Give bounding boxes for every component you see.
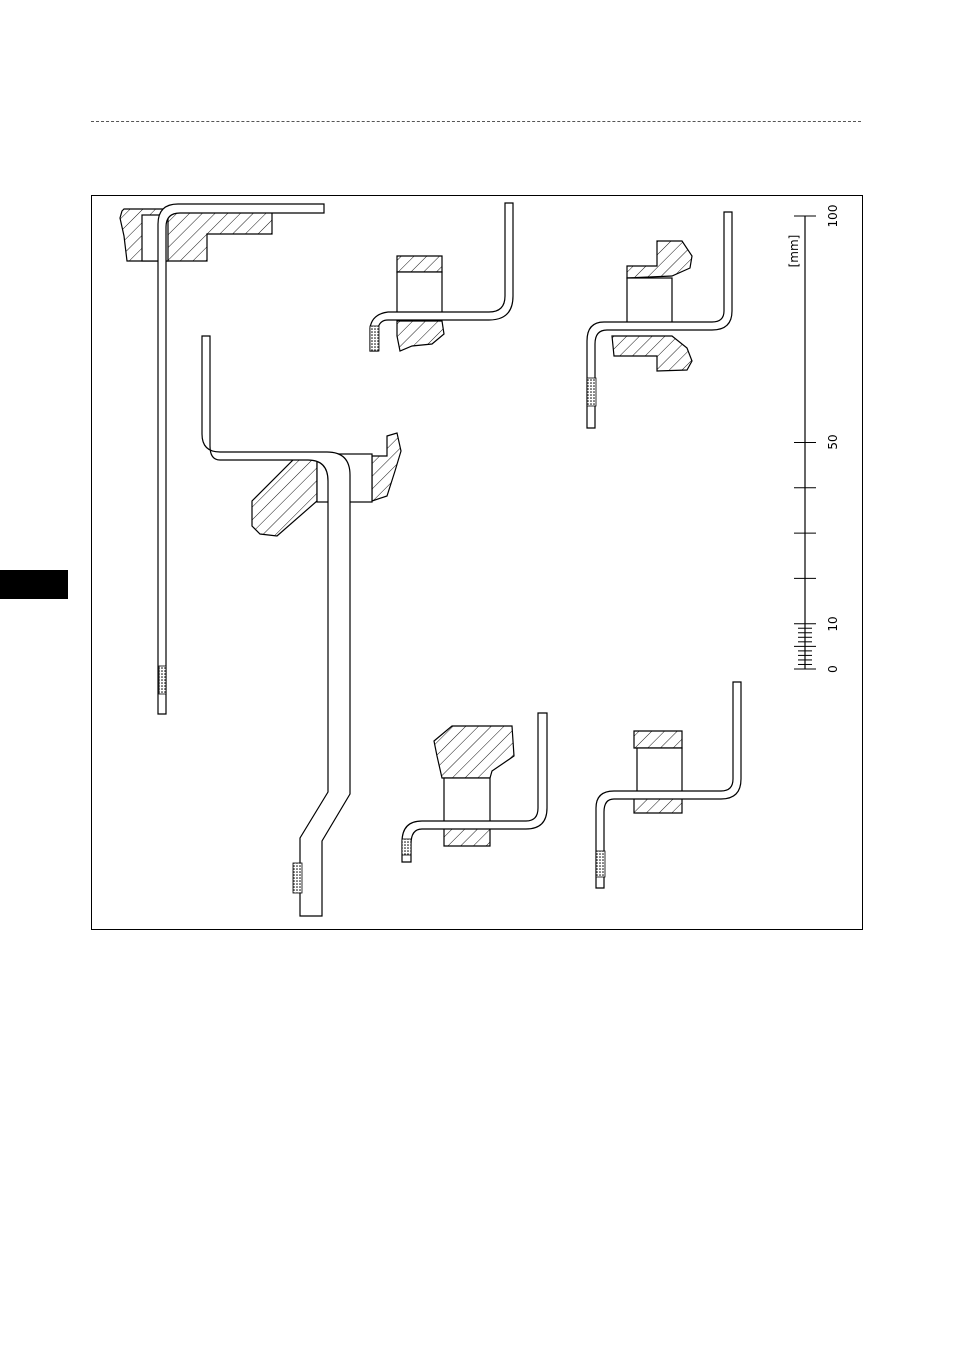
clip-diagram-canvas: [mm] 0 10 50 100 <box>92 196 864 931</box>
clip-5 <box>402 713 547 862</box>
clip-4 <box>587 212 732 428</box>
clip-2-weight-marker <box>293 863 302 893</box>
clip-3-rim-upper <box>397 256 442 272</box>
clip-5-rim-lower <box>444 828 490 846</box>
clip-2-rim-flange <box>372 433 401 501</box>
clip-2-clip <box>202 336 350 916</box>
section-thumb-tab <box>0 570 68 599</box>
clip-5-rim-upper <box>434 726 514 778</box>
clip-3-rim-lower <box>397 321 444 351</box>
clip-6-rim-lower <box>634 798 682 813</box>
clip-4-rim-lower <box>612 336 692 371</box>
scale-tick-label-10: 10 <box>826 616 840 631</box>
scale-unit-label: [mm] <box>787 235 801 268</box>
mm-scale-bar <box>794 216 816 669</box>
clip-4-weight-block <box>627 278 672 328</box>
clip-4-rim-upper <box>627 241 692 278</box>
scale-tick-label-50: 50 <box>826 434 840 449</box>
clip-3 <box>370 203 513 351</box>
clip-6-rim-upper <box>634 731 682 748</box>
clip-6-weight-marker <box>596 851 605 877</box>
clip-3-weight-marker <box>370 326 379 351</box>
wheel-weight-clip-figure: [mm] 0 10 50 100 <box>91 195 863 930</box>
clip-4-weight-marker <box>587 378 596 406</box>
clip-5-weight-marker <box>402 839 411 855</box>
clip-1-weight-marker <box>159 666 166 694</box>
clip-2 <box>202 336 401 916</box>
scale-tick-label-100: 100 <box>826 205 840 228</box>
clip-6 <box>596 682 741 888</box>
clip-2-rim-section <box>252 456 317 536</box>
scale-tick-label-0: 0 <box>826 665 840 673</box>
header-dashed-rule <box>91 121 861 122</box>
clip-3-weight-block <box>397 272 442 318</box>
